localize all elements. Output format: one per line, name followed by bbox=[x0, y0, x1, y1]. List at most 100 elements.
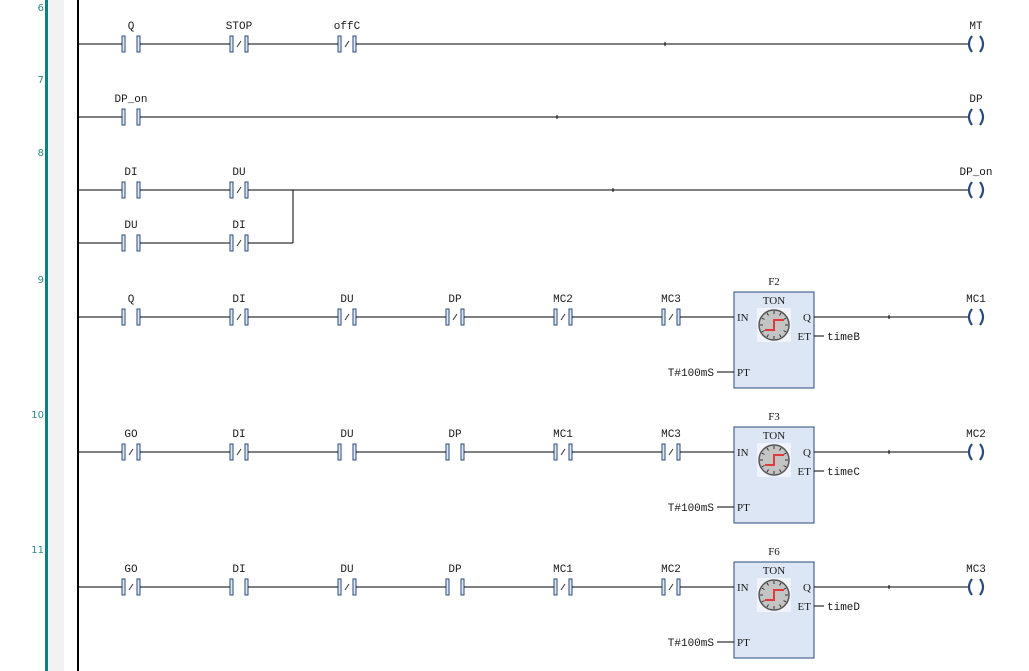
contact-right-plate bbox=[244, 35, 249, 53]
contact-label: MC3 bbox=[661, 429, 681, 441]
contact-left-plate bbox=[445, 578, 450, 596]
contact-di-no[interactable]: DI bbox=[121, 167, 141, 199]
coil-mc3[interactable]: MC3 bbox=[966, 564, 986, 596]
nc-slash-icon bbox=[560, 313, 566, 321]
contact-label: DI bbox=[232, 564, 245, 576]
contact-mc2-nc[interactable]: MC2 bbox=[661, 564, 681, 596]
pt-value: T#100mS bbox=[668, 368, 715, 380]
contact-left-plate bbox=[661, 308, 666, 326]
contact-du-nc[interactable]: DU bbox=[229, 167, 249, 199]
gutter-divider bbox=[45, 0, 48, 671]
coil-right-paren bbox=[979, 308, 985, 326]
coil-label: DP_on bbox=[959, 167, 992, 179]
contact-right-plate bbox=[460, 578, 465, 596]
coil-mt[interactable]: MT bbox=[967, 21, 985, 53]
contact-di-nc[interactable]: DI bbox=[229, 294, 249, 326]
contact-right-plate bbox=[136, 234, 141, 252]
contact-label: MC1 bbox=[553, 429, 573, 441]
contact-label: DI bbox=[232, 294, 245, 306]
coil-dp[interactable]: DP bbox=[967, 94, 985, 126]
block-instance-name: F2 bbox=[768, 276, 780, 288]
contact-right-plate bbox=[676, 443, 681, 461]
contact-label: MC2 bbox=[553, 294, 573, 306]
contact-go-nc[interactable]: GO bbox=[121, 564, 141, 596]
coil-mc2[interactable]: MC2 bbox=[966, 429, 986, 461]
coil-label: MC3 bbox=[966, 564, 986, 576]
contact-dp-no[interactable]: DP bbox=[445, 429, 465, 461]
contact-du-no[interactable]: DU bbox=[121, 220, 141, 252]
nc-slash-icon bbox=[344, 313, 350, 321]
contact-dp_on-no[interactable]: DP_on bbox=[114, 94, 148, 126]
contact-right-plate bbox=[136, 308, 141, 326]
contact-right-plate bbox=[244, 443, 249, 461]
coil-mc1[interactable]: MC1 bbox=[966, 294, 986, 326]
contact-left-plate bbox=[553, 443, 558, 461]
contact-mc3-nc[interactable]: MC3 bbox=[661, 294, 681, 326]
contact-right-plate bbox=[568, 308, 573, 326]
pin-et-label: ET bbox=[798, 331, 812, 343]
contact-du-nc[interactable]: DU bbox=[337, 564, 357, 596]
contact-dp-no[interactable]: DP bbox=[445, 564, 465, 596]
coil-dp_on[interactable]: DP_on bbox=[959, 167, 993, 199]
coil-label: MC2 bbox=[966, 429, 986, 441]
contact-label: Q bbox=[128, 294, 135, 306]
contact-stop-nc[interactable]: STOP bbox=[226, 21, 253, 53]
contact-label: DU bbox=[232, 167, 245, 179]
coil-label: MT bbox=[969, 21, 983, 33]
contact-di-nc[interactable]: DI bbox=[229, 429, 249, 461]
rung-8: DI DU DU DI DP_on bbox=[79, 167, 993, 252]
contact-left-plate bbox=[121, 578, 126, 596]
contact-label: DI bbox=[232, 220, 245, 232]
contact-mc3-nc[interactable]: MC3 bbox=[661, 429, 681, 461]
contact-left-plate bbox=[661, 578, 666, 596]
rung-7: DP_on DP bbox=[79, 94, 985, 126]
pin-pt-label: PT bbox=[737, 637, 750, 649]
contact-di-nc[interactable]: DI bbox=[229, 220, 249, 252]
et-variable: timeC bbox=[827, 467, 860, 479]
rung-number: 8 bbox=[37, 148, 44, 159]
contact-dp-nc[interactable]: DP bbox=[445, 294, 465, 326]
contact-left-plate bbox=[121, 234, 126, 252]
nc-slash-icon bbox=[236, 40, 242, 48]
contact-right-plate bbox=[244, 181, 249, 199]
coil-left-paren bbox=[967, 35, 973, 53]
contact-di-no[interactable]: DI bbox=[229, 564, 249, 596]
contact-right-plate bbox=[244, 578, 249, 596]
contact-label: STOP bbox=[226, 21, 253, 33]
contact-q-no[interactable]: Q bbox=[121, 294, 141, 326]
contact-label: DI bbox=[124, 167, 137, 179]
contact-q-no[interactable]: Q bbox=[121, 21, 141, 53]
pin-q-label: Q bbox=[803, 447, 811, 459]
contact-left-plate bbox=[121, 35, 126, 53]
contact-mc2-nc[interactable]: MC2 bbox=[553, 294, 573, 326]
contact-left-plate bbox=[229, 578, 234, 596]
contact-mc1-nc[interactable]: MC1 bbox=[553, 564, 573, 596]
contact-left-plate bbox=[121, 308, 126, 326]
left-margin-strip bbox=[48, 0, 64, 671]
contact-go-nc[interactable]: GO bbox=[121, 429, 141, 461]
contact-right-plate bbox=[136, 443, 141, 461]
nc-slash-icon bbox=[668, 448, 674, 456]
contact-right-plate bbox=[352, 578, 357, 596]
coil-right-paren bbox=[979, 181, 985, 199]
contact-label: DU bbox=[340, 294, 353, 306]
contact-left-plate bbox=[337, 308, 342, 326]
contact-left-plate bbox=[229, 35, 234, 53]
block-instance-name: F6 bbox=[768, 546, 780, 558]
contact-du-no[interactable]: DU bbox=[337, 429, 357, 461]
contact-right-plate bbox=[352, 308, 357, 326]
contact-left-plate bbox=[121, 181, 126, 199]
contact-mc1-nc[interactable]: MC1 bbox=[553, 429, 573, 461]
contact-du-nc[interactable]: DU bbox=[337, 294, 357, 326]
block-type: TON bbox=[763, 430, 785, 442]
contact-right-plate bbox=[676, 308, 681, 326]
nc-slash-icon bbox=[128, 583, 134, 591]
nc-slash-icon bbox=[668, 313, 674, 321]
rung-number: 9 bbox=[37, 275, 44, 286]
nc-slash-icon bbox=[236, 239, 242, 247]
coil-right-paren bbox=[979, 578, 985, 596]
contact-offc-nc[interactable]: offC bbox=[334, 21, 361, 53]
